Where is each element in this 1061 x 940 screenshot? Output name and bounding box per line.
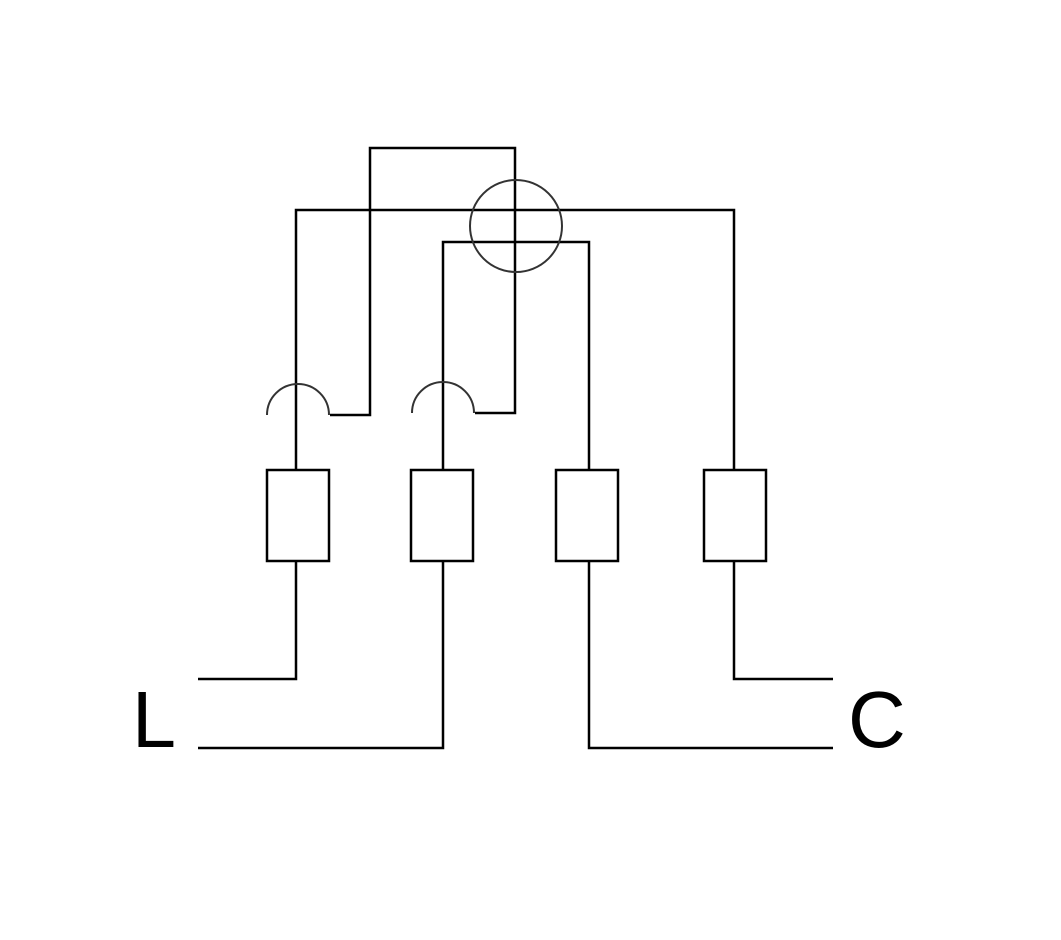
terminal-label-left: L — [132, 675, 176, 764]
component-3 — [554, 468, 620, 563]
lead-left-lower — [198, 561, 445, 750]
wire-outer — [294, 208, 736, 470]
wire-inner — [441, 240, 591, 470]
lead-right-lower — [587, 561, 833, 750]
lead-right-upper — [732, 561, 833, 681]
lead-left-upper — [198, 561, 298, 681]
wire-top-loop — [330, 146, 517, 417]
crossover-arc-center — [411, 381, 475, 414]
junction-circle — [469, 179, 563, 273]
component-4 — [702, 468, 768, 563]
crossover-arc-left — [266, 383, 330, 416]
terminal-label-right: C — [848, 675, 906, 764]
component-2 — [409, 468, 475, 563]
component-1 — [265, 468, 331, 563]
